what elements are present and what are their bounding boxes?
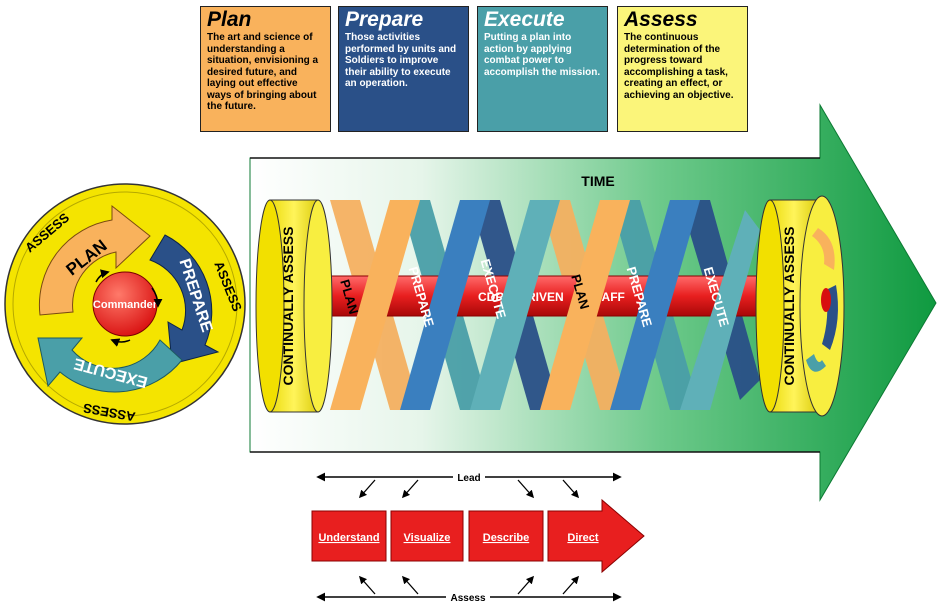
visualize-box: [390, 510, 464, 562]
right-drum-label: CONTINUALLY ASSESS: [781, 227, 797, 386]
left-drum-label: CONTINUALLY ASSESS: [280, 227, 296, 386]
assess-definition-card: Assess The continuous determination of t…: [617, 6, 748, 132]
execute-definition-card: Execute Putting a plan into action by ap…: [477, 6, 608, 132]
direct-arrow: [547, 498, 645, 574]
execute-card-title: Execute: [484, 8, 565, 31]
step-visualize: Visualize: [404, 532, 451, 544]
prepare-card-description: Those activities performed by units and …: [345, 32, 457, 89]
mini-cycle-icon: [806, 228, 838, 372]
assess-card-title: Assess: [624, 8, 698, 31]
right-assess-drum: CONTINUALLY ASSESS: [755, 195, 845, 417]
bar-word-cdr: CDR: [478, 290, 504, 304]
step-describe: Describe: [483, 532, 529, 544]
assess-card-description: The continuous determination of the prog…: [624, 32, 734, 101]
understand-box: [311, 510, 387, 562]
prepare-cycle-arrow: [149, 234, 220, 365]
assess-label: Assess: [450, 593, 485, 603]
prepare-definition-card: Prepare Those activities performed by un…: [338, 6, 469, 132]
prepare-card-title: Prepare: [345, 8, 424, 31]
operations-cycle: Commander PLAN PREPARE EXECUTE ASSESS AS…: [4, 183, 246, 425]
describe-box: [468, 510, 544, 562]
commander-label: Commander: [93, 299, 158, 311]
helix-front: [330, 200, 760, 410]
plan-cycle-arrow: [38, 204, 151, 316]
command-process: Lead Understand Visualize Describe Direc…: [311, 469, 645, 603]
left-assess-drum: CONTINUALLY ASSESS: [255, 199, 333, 413]
plan-card-description: The art and science of understanding a s…: [207, 32, 319, 112]
plan-card-title: Plan: [207, 8, 252, 31]
lead-label: Lead: [457, 473, 480, 484]
plan-definition-card: Plan The art and science of understandin…: [200, 6, 331, 132]
execute-card-description: Putting a plan into action by applying c…: [484, 32, 601, 78]
step-understand: Understand: [318, 532, 379, 544]
time-label: TIME: [581, 173, 614, 189]
execute-cycle-arrow: [37, 337, 183, 393]
step-direct: Direct: [567, 532, 599, 544]
